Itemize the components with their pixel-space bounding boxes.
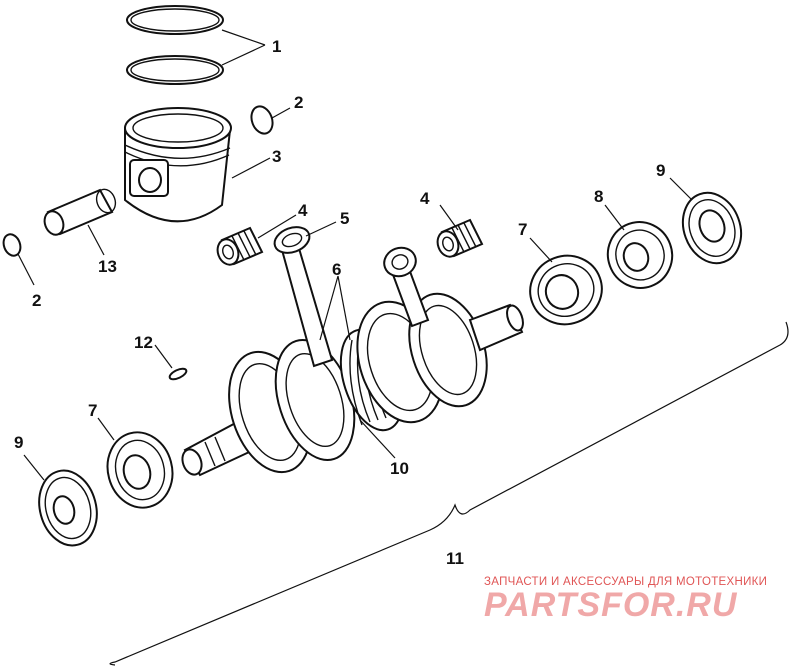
callout-9-right: 9	[656, 161, 665, 180]
watermark-tagline: ЗАПЧАСТИ И АКСЕССУАРЫ ДЛЯ МОТОТЕХНИКИ	[484, 576, 767, 588]
callout-7-right: 7	[518, 220, 527, 239]
callout-8: 8	[594, 187, 603, 206]
piston-rings	[126, 5, 224, 85]
callout-5: 5	[340, 209, 349, 228]
callout-4-right: 4	[420, 189, 430, 208]
callout-4-left: 4	[298, 201, 308, 220]
main-bearing-right	[529, 254, 603, 326]
piston	[124, 107, 232, 223]
thrust-washer-left	[38, 469, 98, 547]
callout-13: 13	[98, 257, 117, 276]
seal-right	[606, 221, 674, 289]
circlip-left	[2, 233, 22, 257]
callout-12: 12	[134, 333, 153, 352]
woodruff-key	[168, 367, 188, 381]
callout-2-left: 2	[32, 291, 41, 310]
main-bearing-left	[106, 431, 174, 509]
crankshaft-assembly	[181, 292, 524, 477]
callout-10: 10	[390, 459, 409, 478]
callout-1: 1	[272, 37, 281, 56]
thrust-washer-right	[681, 191, 743, 265]
piston-pin	[43, 188, 117, 236]
callout-9-left: 9	[14, 433, 23, 452]
circlip-top	[250, 105, 274, 135]
leader-lines	[17, 29, 693, 481]
callout-7-left: 7	[88, 401, 97, 420]
callout-2-top: 2	[294, 93, 303, 112]
callout-3: 3	[272, 147, 281, 166]
needle-bearing-left	[216, 226, 264, 266]
callout-6: 6	[332, 260, 341, 279]
callout-11: 11	[446, 549, 464, 568]
needle-bearing-right	[436, 218, 484, 258]
connecting-rods	[273, 226, 430, 368]
watermark-brand: PARTSFOR.RU	[484, 586, 738, 624]
assembly-brace	[109, 321, 789, 666]
